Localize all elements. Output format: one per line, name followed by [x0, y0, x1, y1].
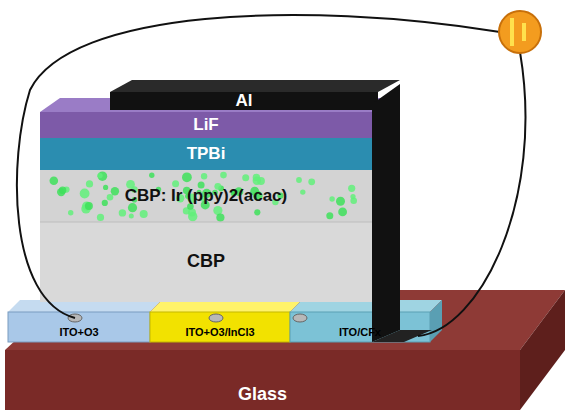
dopant-dots — [50, 171, 358, 221]
lif-layer-box: LiF — [40, 112, 372, 138]
substrate-glass: Glass — [5, 380, 520, 410]
layer-label: LiF — [193, 116, 219, 135]
cathode-top — [110, 80, 400, 92]
ito-pad-side — [430, 300, 442, 342]
contact-dot — [293, 314, 307, 322]
wire — [17, 15, 500, 318]
tpbi-layer — [40, 138, 372, 170]
glass-side-face — [520, 290, 565, 410]
lif-layer — [40, 112, 372, 138]
layer-label: ITO/CFx — [339, 326, 381, 338]
battery-plate — [510, 18, 514, 46]
emissive-layer-box: CBP: Ir (ppy)2(acac) — [40, 170, 372, 222]
layer-label: CBP: Ir (ppy)2(acac) — [125, 187, 287, 206]
layer-label: Glass — [238, 385, 287, 405]
ito-pad — [150, 312, 290, 342]
contact-dot — [209, 314, 223, 322]
layer-edge — [40, 222, 372, 223]
wire — [418, 52, 525, 336]
layer-label: ITO+O3 — [59, 326, 98, 338]
cathode-leg — [372, 84, 400, 342]
anode-pad: ITO/CFx — [290, 322, 430, 342]
ito-pad — [8, 312, 150, 342]
layer-label: Al — [236, 92, 253, 111]
anode-pad: ITO+O3/InCl3 — [150, 322, 290, 342]
cbp-layer-box: CBP — [40, 222, 372, 302]
battery-symbol — [499, 11, 541, 53]
battery-plate — [522, 23, 526, 41]
emissive-layer — [40, 170, 372, 222]
cbp-layer — [40, 222, 372, 302]
cathode-strip — [110, 92, 378, 110]
layer-label: ITO+O3/InCl3 — [185, 326, 254, 338]
glass-front-face — [5, 350, 520, 410]
anode-pad: ITO+O3 — [8, 322, 150, 342]
layer-label: CBP — [187, 252, 225, 272]
tpbi-layer-box: TPBi — [40, 138, 372, 170]
cathode-layer: Al — [110, 92, 378, 110]
layer-label: TPBi — [187, 145, 226, 164]
